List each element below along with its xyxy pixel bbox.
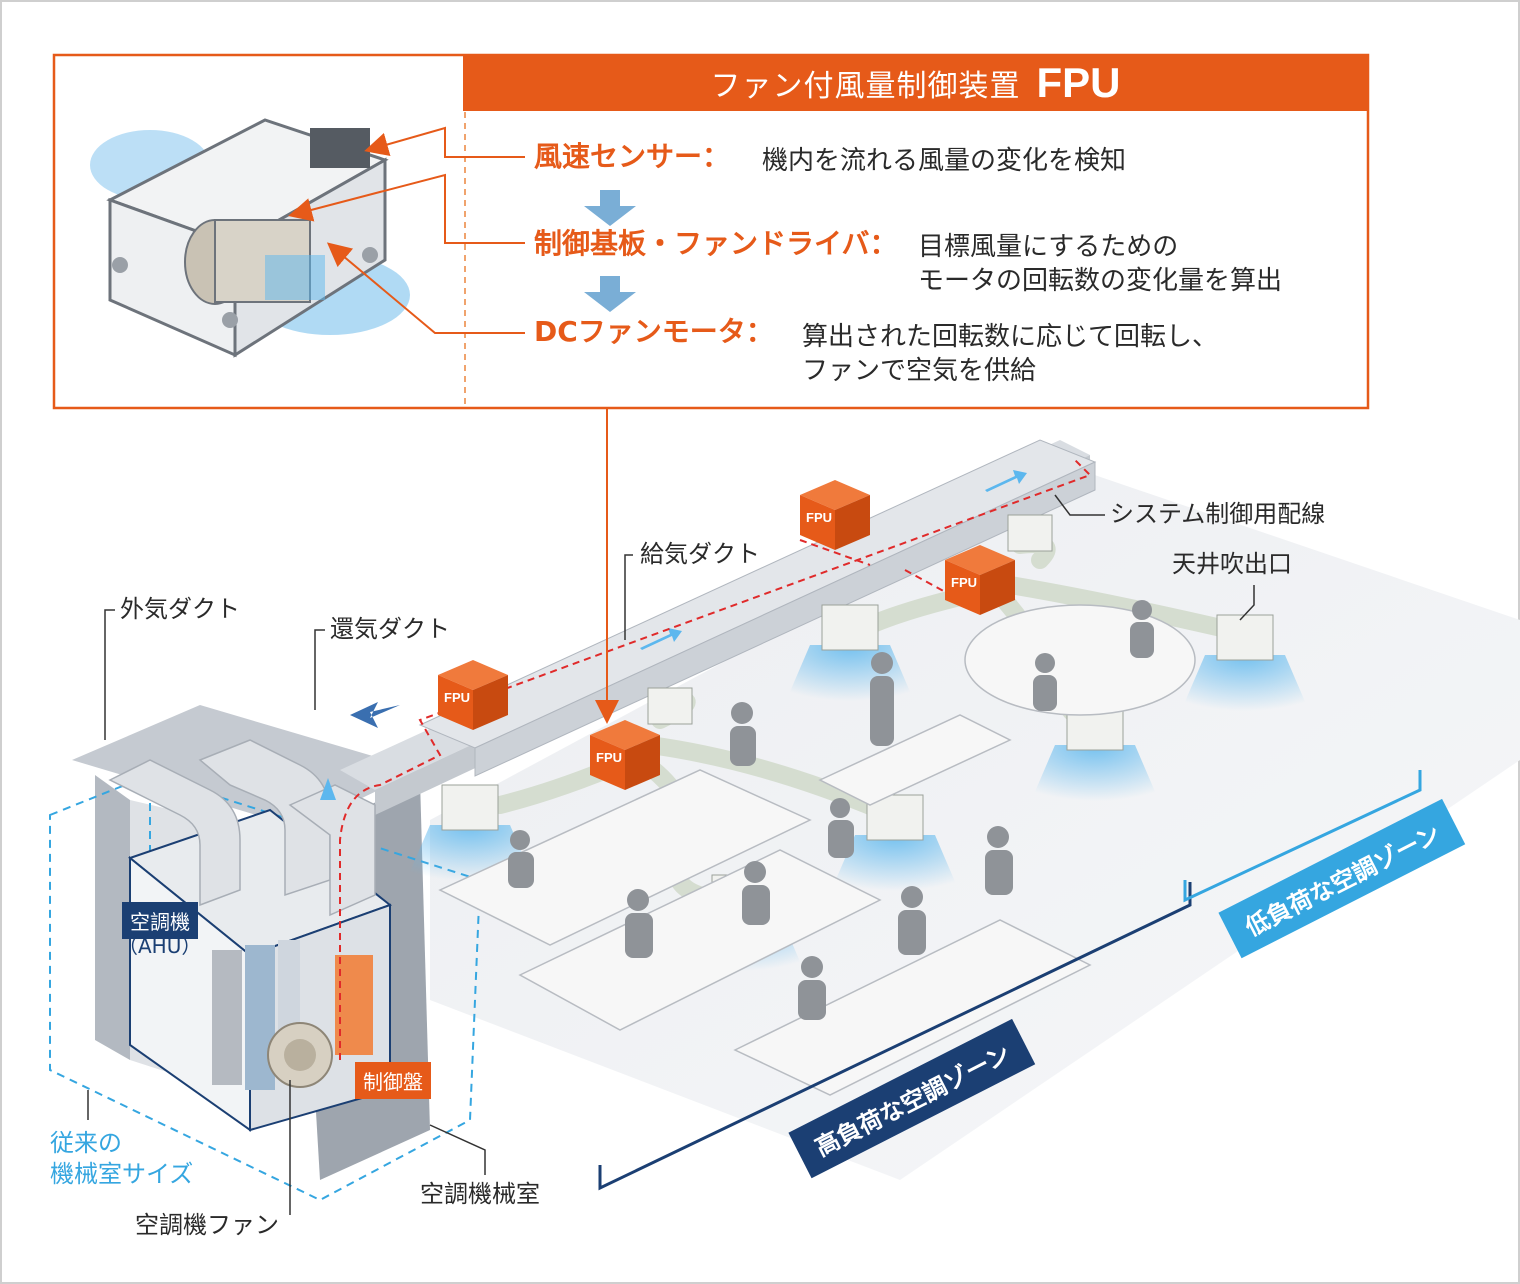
- fpu-units: FPU FPU FPU FPU: [438, 480, 1015, 790]
- ceiling-outlet-label: 天井吹出口: [1172, 550, 1292, 578]
- step-arrows: [584, 190, 636, 312]
- ahu-room-label: 空調機械室: [420, 1180, 540, 1208]
- fpu-unit-label: FPU: [951, 575, 977, 590]
- step-desc: 機内を流れる風量の変化を検知: [762, 146, 1127, 176]
- step-desc: 算出された回転数に応じて回転し、 ファンで空気を供給: [802, 322, 1219, 387]
- step-separator: ：: [745, 315, 774, 348]
- step-name: 制御基板・ファンドライバ: [534, 227, 870, 260]
- step-airspeed-sensor: 風速センサー：: [534, 143, 730, 171]
- outside-air-duct-label: 外気ダクト: [120, 595, 240, 623]
- step-separator: ：: [869, 227, 898, 260]
- ahu-label: 空調機: [122, 902, 198, 939]
- component-pointers: [288, 126, 619, 724]
- main-supply-duct: [418, 439, 1097, 777]
- step-name: DCファンモータ: [534, 315, 746, 348]
- step-name: 風速センサー: [534, 140, 703, 173]
- callout-leaders: [87, 494, 1255, 1215]
- legacy-room-label: 従来の 機械室サイズ: [50, 1129, 194, 1189]
- ahu-fan-label: 空調機ファン: [135, 1211, 279, 1239]
- fpu-unit-label: FPU: [444, 690, 470, 705]
- fpu-title-bar: ファン付風量制御装置 FPU: [463, 55, 1368, 111]
- ahu-vertical-ducts: [108, 739, 376, 917]
- fpu-unit-label: FPU: [596, 750, 622, 765]
- step-separator: ：: [702, 140, 731, 173]
- system-wiring-label: システム制御用配線: [1110, 500, 1326, 528]
- step-control-board: 制御基板・ファンドライバ：: [534, 230, 897, 258]
- control-panel-label: 制御盤: [355, 1062, 431, 1099]
- fpu-title: ファン付風量制御装置: [710, 69, 1021, 104]
- fpu-unit-label: FPU: [806, 510, 832, 525]
- fpu-machine-illustration: [90, 118, 410, 358]
- return-air-arrow: [350, 702, 400, 728]
- return-duct-label: 還気ダクト: [330, 615, 450, 643]
- ahu-label-en: （AHU）: [118, 934, 202, 958]
- control-wiring: [339, 459, 1092, 1060]
- supply-duct-label: 給気ダクト: [640, 540, 760, 568]
- step-desc: 目標風量にするための モータの回転数の変化量を算出: [918, 232, 1283, 297]
- step-dc-fan-motor: DCファンモータ：: [534, 318, 774, 346]
- high-load-zone-bracket: [598, 882, 1192, 1191]
- office-workers: [508, 600, 1154, 1020]
- low-load-zone-bracket: [1183, 770, 1422, 903]
- fpu-title-code: FPU: [1036, 59, 1121, 106]
